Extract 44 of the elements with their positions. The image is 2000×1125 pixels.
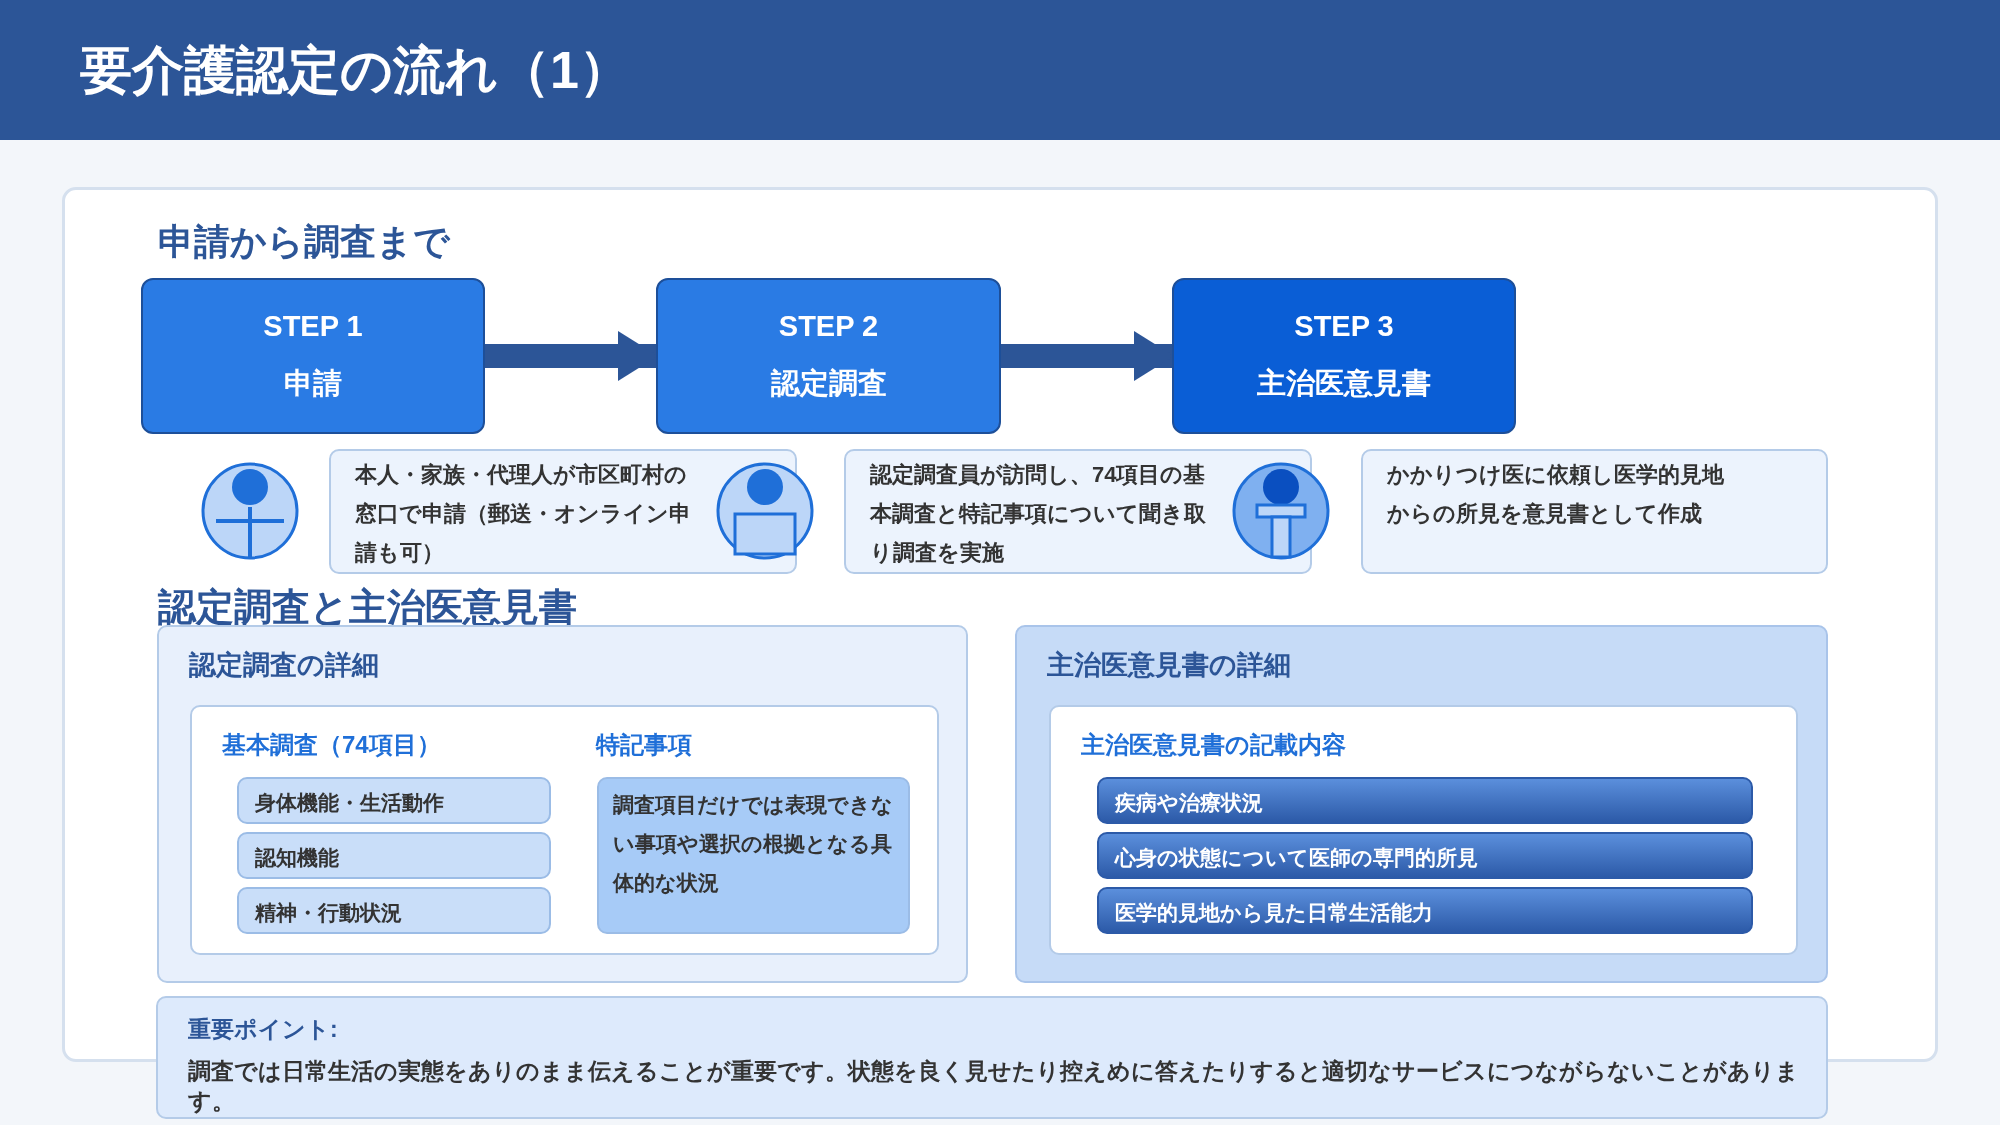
- step-number: STEP 2: [777, 310, 880, 343]
- detail-panel: [157, 625, 968, 983]
- note-panel: [156, 996, 1828, 1119]
- item-text: 心身の状態について医師の専門的所見: [1115, 845, 1478, 871]
- step-name: 主治医意見書: [1256, 366, 1432, 401]
- box-heading: 主治医意見書の記載内容: [1081, 730, 1346, 760]
- note-box: [597, 777, 910, 934]
- step-box: [1172, 278, 1516, 434]
- arrow: [485, 331, 658, 381]
- detail-panel: [1015, 625, 1828, 983]
- description-box: [1361, 449, 1828, 574]
- description-text: 本人・家族・代理人が市区町村の窓口で申請（郵送・オンライン申請も可）: [355, 461, 692, 567]
- section-heading: 申請から調査まで: [158, 220, 450, 264]
- item-box: [237, 777, 551, 824]
- column-heading: 基本調査（74項目）: [222, 730, 441, 760]
- item-text: 認知機能: [255, 845, 339, 871]
- step-name: 認定調査: [769, 366, 888, 401]
- description-text: かかりつけ医に依頼し医学的見地からの所見を意見書として作成: [1387, 461, 1724, 528]
- description-text: 認定調査員が訪問し、74項目の基本調査と特記事項について聞き取り調査を実施: [870, 461, 1207, 567]
- column-heading: 特記事項: [596, 730, 692, 760]
- item-text: 身体機能・生活動作: [255, 790, 444, 816]
- panel-title: 主治医意見書の詳細: [1047, 649, 1291, 682]
- step-number: STEP 1: [262, 310, 364, 343]
- step-name: 申請: [283, 366, 343, 401]
- note-heading: 重要ポイント:: [188, 1015, 338, 1044]
- step-box: [141, 278, 485, 434]
- note-text: 調査では日常生活の実態をありのまま伝えることが重要です。状態を良く見せたり控えめに答えたりすると適切なサービスにつながらないことがあります。: [188, 1057, 1800, 1116]
- slide-title: 要介護認定の流れ（1）: [80, 40, 631, 101]
- section-heading: 認定調査と主治医意見書: [158, 585, 577, 630]
- item-text: 精神・行動状況: [255, 900, 402, 926]
- item-box: [237, 832, 551, 879]
- item-text: 医学的見地から見た日常生活能力: [1115, 900, 1433, 926]
- content-box: [1049, 705, 1798, 955]
- item-text: 疾病や治療状況: [1115, 790, 1263, 816]
- item-bar: [1097, 887, 1753, 934]
- step-number: STEP 3: [1293, 310, 1395, 343]
- item-bar: [1097, 777, 1753, 824]
- arrow: [1001, 331, 1174, 381]
- item-box: [237, 887, 551, 934]
- step-box: [656, 278, 1001, 434]
- panel-title: 認定調査の詳細: [189, 649, 379, 682]
- content-box: [190, 705, 939, 955]
- item-bar: [1097, 832, 1753, 879]
- note-text: 調査項目だけでは表現できない事項や選択の根拠となる具体的な状況: [613, 792, 894, 897]
